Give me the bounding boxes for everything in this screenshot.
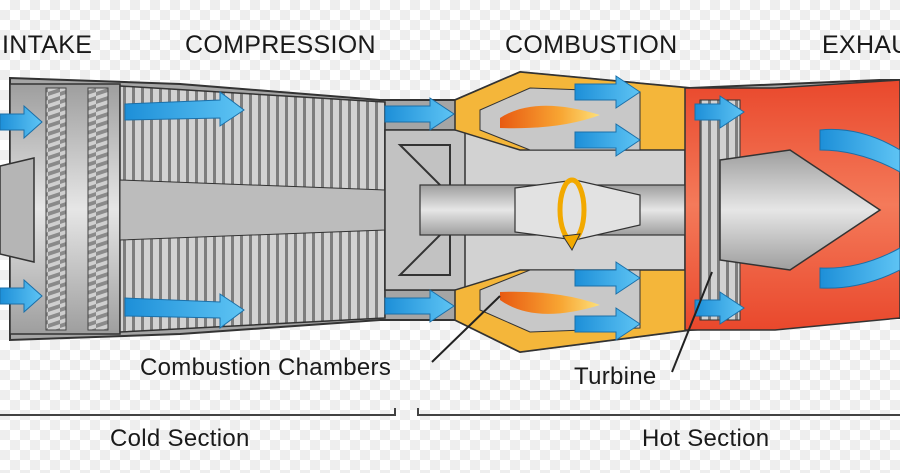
compressor: [119, 85, 386, 333]
arrow-right-icon: [694, 95, 745, 129]
arrow-right-icon: [0, 278, 43, 314]
leader-lines: [431, 271, 713, 373]
arrow-right-icon: [694, 291, 745, 325]
label-intake: INTAKE: [2, 31, 93, 59]
exhaust-arrow-bottom: [819, 247, 900, 289]
label-compression: COMPRESSION: [185, 31, 376, 59]
label-combustion-chambers: Combustion Chambers: [140, 354, 392, 381]
arrow-right-icon: [574, 261, 641, 295]
arrow-right-icon: [124, 91, 245, 127]
arrow-right-icon: [384, 97, 455, 131]
combustion-chamber-bottom: [454, 269, 691, 353]
label-hot-section: Hot Section: [642, 425, 770, 452]
engine-shaft: [384, 129, 691, 291]
rotation-arrow-icon: [557, 177, 587, 252]
exhaust-arrow-top: [819, 128, 900, 173]
arrow-right-icon: [574, 75, 641, 109]
arrow-right-icon: [384, 289, 455, 323]
airflow-arrows: [0, 75, 900, 341]
combustion-chamber-top: [454, 71, 691, 151]
arrow-right-icon: [0, 104, 43, 140]
label-cold-section: Cold Section: [110, 425, 250, 452]
label-exhaust: EXHAU: [822, 31, 900, 59]
label-turbine: Turbine: [574, 363, 657, 390]
label-combustion: COMBUSTION: [505, 31, 678, 59]
arrow-right-icon: [574, 307, 641, 341]
arrow-right-icon: [574, 123, 641, 157]
arrow-right-icon: [124, 293, 245, 329]
section-brackets: [0, 408, 900, 416]
